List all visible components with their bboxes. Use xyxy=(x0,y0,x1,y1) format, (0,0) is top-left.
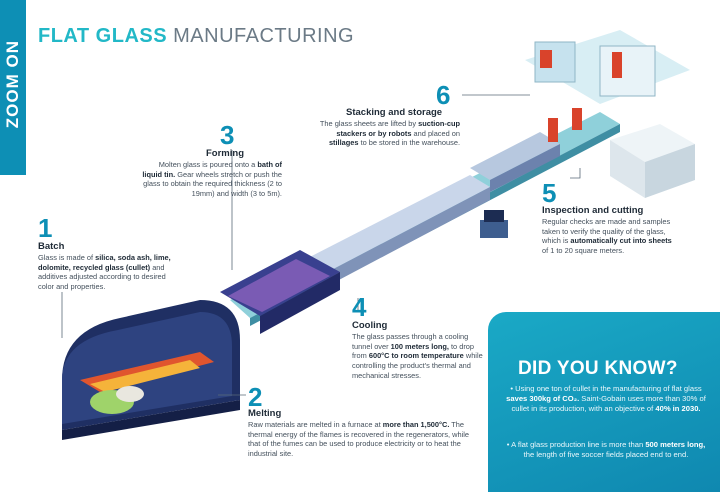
tin-bath xyxy=(220,250,340,334)
text-segment-2: of 1 to 20 square meters. xyxy=(542,245,625,255)
inspection-desk xyxy=(480,210,508,238)
batch-pile xyxy=(90,386,144,414)
step-2-number: 2 xyxy=(248,382,263,412)
step-4-number: 4 xyxy=(352,292,367,322)
fact-line-length: • A flat glass production line is more t… xyxy=(506,440,706,460)
step-2-text: Raw materials are melted in a furnace at… xyxy=(248,420,478,459)
text-segment-2: and additives adjusted according to desi… xyxy=(38,262,166,291)
zoom-on-band: ZOOM ON xyxy=(0,0,26,175)
text-segment-4: to be stored in the warehouse. xyxy=(358,138,460,148)
emphasis-3: stillages xyxy=(328,138,359,148)
step-4-title: Cooling xyxy=(352,320,388,331)
emphasis-1: automatically cut into sheets xyxy=(570,236,672,246)
text-segment-0: Molten glass is poured onto a xyxy=(158,160,258,169)
page-title: FLAT GLASS MANUFACTURING xyxy=(38,25,354,48)
text-segment-0: • Using one ton of cullet in the manufac… xyxy=(510,384,702,393)
step-5-text: Regular checks are made and samples take… xyxy=(542,217,672,256)
fact-cullet: • Using one ton of cullet in the manufac… xyxy=(506,384,706,414)
step-6-number: 6 xyxy=(436,80,451,110)
text-segment-0: The glass sheets are lifted by xyxy=(319,119,419,128)
text-segment-0: The glass passes through a cooling tunne… xyxy=(352,332,469,351)
melting-furnace xyxy=(62,300,240,440)
text-segment-0: • A flat glass production line is more t… xyxy=(506,440,646,449)
step-4-text: The glass passes through a cooling tunne… xyxy=(352,332,490,380)
text-segment-2: The thermal energy of the flames is reco… xyxy=(248,420,470,458)
step-3-title: Forming xyxy=(206,148,244,159)
did-you-know-panel xyxy=(488,312,720,492)
leader-lines xyxy=(61,94,581,396)
emphasis-1: 500 meters long, xyxy=(645,440,706,449)
did-you-know-title: DID YOU KNOW? xyxy=(518,358,678,379)
step-1-text: Glass is made of silica, soda ash, lime,… xyxy=(38,253,178,292)
emphasis-1: more than 1,500°C. xyxy=(382,420,450,429)
step-5-title: Inspection and cutting xyxy=(542,205,644,216)
step-3-text: Molten glass is poured onto a bath of li… xyxy=(138,160,282,199)
text-segment-4: while controlling the product's thermal … xyxy=(352,351,483,380)
emphasis-1: silica, soda ash, lime, dolomite, recycl… xyxy=(38,253,171,272)
warehouse-racks xyxy=(525,30,690,104)
step-1-title: Batch xyxy=(38,241,65,252)
step-3-number: 3 xyxy=(220,120,235,150)
title-rest: MANUFACTURING xyxy=(167,25,355,47)
emphasis-3: 40% in 2030. xyxy=(655,404,701,414)
step-6-title: Stacking and storage xyxy=(346,107,443,118)
title-bold: FLAT GLASS xyxy=(38,25,168,47)
text-segment-2: Saint-Gobain uses more than 30% of culle… xyxy=(511,394,706,414)
emphasis-1: saves 300kg of CO₂. xyxy=(506,394,580,404)
stacking-robots xyxy=(548,108,582,142)
text-segment-2: Gear wheels stretch or push the glass to… xyxy=(143,169,282,198)
emphasis-1: bath of liquid tin. xyxy=(142,160,282,179)
text-segment-0: Raw materials are melted in a furnace at xyxy=(248,420,383,429)
text-segment-2: and placed on xyxy=(411,128,460,138)
step-1-number: 1 xyxy=(38,213,53,243)
text-segment-2: the length of five soccer fields placed … xyxy=(523,450,689,460)
text-segment-0: Glass is made of xyxy=(38,253,96,262)
text-segment-2: to drop from xyxy=(352,341,475,361)
emphasis-1: 100 meters long, xyxy=(390,341,449,351)
control-room xyxy=(610,124,695,198)
emphasis-1: suction-cup stackers or by robots xyxy=(336,119,460,138)
text-segment-0: Regular checks are made and samples take… xyxy=(542,217,671,246)
emphasis-3: 600°C to room temperature xyxy=(368,351,464,361)
step-5-number: 5 xyxy=(542,178,557,208)
cutting-station xyxy=(470,132,560,192)
step-6-text: The glass sheets are lifted by suction-c… xyxy=(312,119,460,148)
step-2-title: Melting xyxy=(248,408,282,419)
